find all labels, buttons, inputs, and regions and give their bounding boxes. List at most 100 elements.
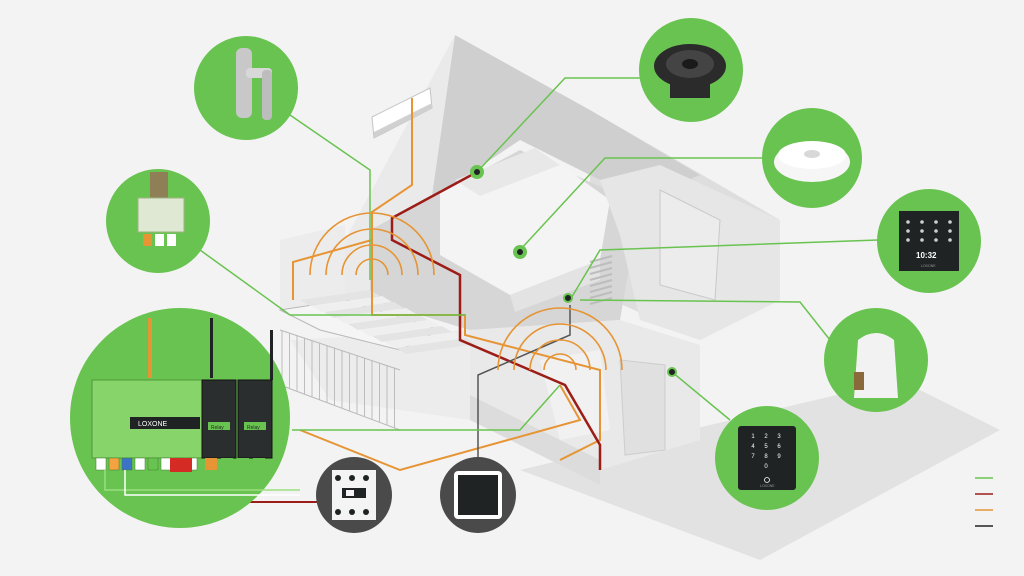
stair-step <box>360 320 440 336</box>
presence-marker-center <box>517 249 523 255</box>
panel-icon <box>948 220 952 224</box>
wireless-speaker-bubble[interactable] <box>824 308 928 412</box>
wifi-arc <box>325 228 419 276</box>
relay-screw <box>335 475 341 481</box>
wifi-arc <box>497 307 623 371</box>
panel-icon <box>948 238 952 242</box>
keypad-key-9: 9 <box>777 454 781 460</box>
window-handle-bubble[interactable] <box>194 36 298 140</box>
wiring-module-bubble[interactable] <box>106 169 210 273</box>
keypad-brand: LOXONE <box>760 484 775 488</box>
wifi-arc <box>543 353 577 371</box>
terminal-block <box>134 457 146 471</box>
ceiling-speaker-bubble[interactable] <box>639 18 743 122</box>
relay-screw <box>349 475 355 481</box>
terminal-block <box>108 457 120 471</box>
speaker-basket <box>670 84 710 98</box>
bottom-wire-green <box>104 470 300 491</box>
bed-headboard <box>455 148 560 196</box>
switch-frame <box>454 471 502 519</box>
presence-sensor-bubble[interactable] <box>762 108 862 208</box>
ac-vent <box>374 103 432 138</box>
panel-time: 10:32 <box>916 251 937 260</box>
controller-top-wire-2 <box>210 318 213 378</box>
panel-icon <box>906 220 910 224</box>
speaker-dustcap <box>682 59 698 69</box>
radiator-bar <box>589 279 613 287</box>
terminal-block <box>147 457 159 471</box>
orange-wire-ac <box>292 98 413 300</box>
panel-icon <box>920 238 924 242</box>
speaker-housing <box>854 333 898 398</box>
stair-step <box>348 314 428 330</box>
relay-screw <box>363 475 369 481</box>
module-body <box>137 197 185 233</box>
keypad-key-0: 0 <box>764 464 768 470</box>
stair-step <box>324 302 404 318</box>
panel-icon <box>934 229 938 233</box>
miniserver-bubble[interactable]: LOXONE Relay Relay <box>70 308 300 528</box>
relay-switch-toggle <box>346 490 354 496</box>
controller-brand: LOXONE <box>138 421 168 428</box>
module-terminal-white-2 <box>167 234 176 246</box>
front-low-wall <box>470 395 600 485</box>
terminal-block <box>253 458 265 470</box>
towel-radiator <box>589 255 613 305</box>
radiator-bar <box>589 261 613 269</box>
green-line-speaker <box>476 77 658 173</box>
terminal-block <box>160 457 172 471</box>
terminal-block <box>205 458 217 470</box>
panel-icon <box>934 238 938 242</box>
red-terminal <box>170 458 192 472</box>
wifi-arc <box>341 244 403 276</box>
wifi-arc <box>529 339 591 371</box>
touch-panel-bubble[interactable]: 10:32 LOXONE <box>877 189 981 293</box>
keypad-key-2: 2 <box>764 434 768 440</box>
panel-icon <box>906 229 910 233</box>
terminal-block <box>221 458 233 470</box>
keypad-body <box>738 426 796 490</box>
grey-wire-switch <box>477 305 571 460</box>
controller-terminals <box>95 457 265 471</box>
switch-marker <box>563 293 573 303</box>
stair-step <box>396 338 476 354</box>
relay-bubble[interactable] <box>316 457 392 533</box>
extension-tag-1 <box>208 422 230 430</box>
wall-switch-bubble[interactable] <box>440 457 516 533</box>
panel-icon-grid <box>906 220 952 242</box>
keypad-marker <box>667 367 677 377</box>
wifi-arc <box>355 258 389 276</box>
wifi-arc <box>309 212 435 276</box>
panel-brand: LOXONE <box>921 264 936 268</box>
module-wire-bundle <box>150 172 168 200</box>
radiator-bar <box>589 297 613 305</box>
orange-wire-front <box>299 384 582 472</box>
green-line-speaker-right <box>579 299 831 341</box>
keypad-key-1: 1 <box>751 434 755 440</box>
relay-screw <box>349 509 355 515</box>
air-conditioner <box>371 87 433 139</box>
bathroom-glass <box>659 189 721 301</box>
relay-screw <box>363 509 369 515</box>
green-line-keypad <box>671 371 731 421</box>
green-line-touch <box>569 239 879 301</box>
controller-top-wire-3 <box>270 330 273 380</box>
green-line-module <box>199 249 465 316</box>
panel-icon <box>906 238 910 242</box>
module-terminal-orange <box>143 234 152 246</box>
wire-legend <box>975 477 993 527</box>
keypad-key-8: 8 <box>764 454 768 460</box>
house-cutaway <box>278 35 1000 560</box>
extension-relay-2 <box>237 379 273 459</box>
handle-grip <box>262 70 272 120</box>
green-line-handle <box>289 114 371 280</box>
panel-icon <box>920 229 924 233</box>
bed-side <box>510 260 600 312</box>
stair-step <box>384 332 464 348</box>
keypad-key-6: 6 <box>777 444 781 450</box>
green-line-presence <box>519 157 765 251</box>
relay-screw <box>335 509 341 515</box>
